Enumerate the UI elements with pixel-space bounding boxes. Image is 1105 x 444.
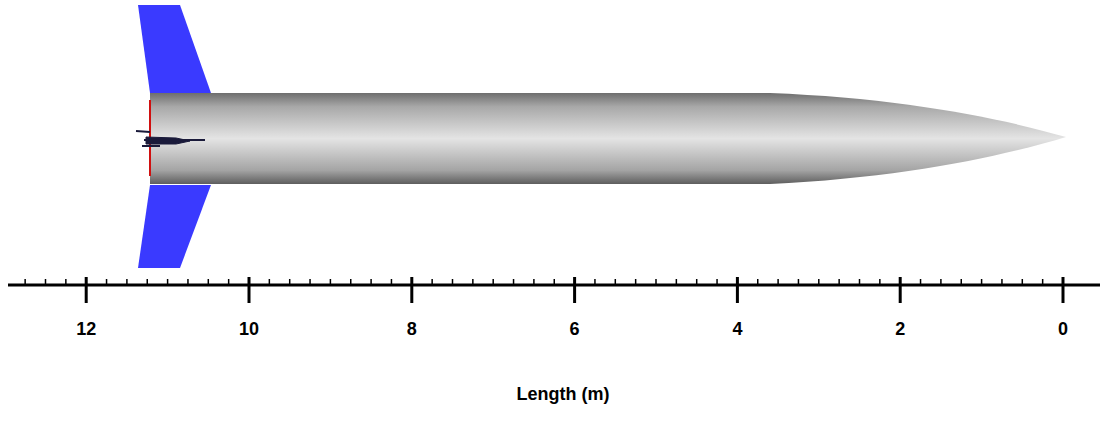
minor-tick bbox=[472, 279, 474, 285]
minor-tick bbox=[106, 279, 108, 285]
minor-tick bbox=[228, 279, 230, 285]
minor-tick bbox=[635, 279, 637, 285]
minor-tick bbox=[391, 279, 393, 285]
tick-label: 8 bbox=[407, 320, 417, 338]
minor-tick bbox=[757, 279, 759, 285]
tick-label: 4 bbox=[732, 320, 742, 338]
minor-tick bbox=[961, 279, 963, 285]
minor-tick bbox=[676, 279, 678, 285]
major-tick bbox=[899, 277, 902, 303]
minor-tick bbox=[818, 279, 820, 285]
major-tick bbox=[736, 277, 739, 303]
minor-tick bbox=[777, 279, 779, 285]
minor-tick bbox=[431, 279, 433, 285]
length-axis bbox=[8, 277, 1100, 303]
minor-tick bbox=[187, 279, 189, 285]
minor-tick bbox=[126, 279, 128, 285]
tick-label: 6 bbox=[570, 320, 580, 338]
minor-tick bbox=[879, 279, 881, 285]
upper-fin bbox=[138, 5, 211, 93]
minor-tick bbox=[696, 279, 698, 285]
major-tick bbox=[248, 277, 251, 303]
minor-tick bbox=[65, 279, 67, 285]
minor-tick bbox=[1022, 279, 1024, 285]
tick-label: 12 bbox=[76, 320, 96, 338]
minor-tick bbox=[716, 279, 718, 285]
minor-tick bbox=[1042, 279, 1044, 285]
minor-tick bbox=[269, 279, 271, 285]
minor-tick bbox=[798, 279, 800, 285]
minor-tick bbox=[45, 279, 47, 285]
tick-label: 0 bbox=[1058, 320, 1068, 338]
minor-tick bbox=[940, 279, 942, 285]
major-tick bbox=[85, 277, 88, 303]
minor-tick bbox=[452, 279, 454, 285]
minor-tick bbox=[615, 279, 617, 285]
minor-tick bbox=[208, 279, 210, 285]
nozzle-detail bbox=[136, 131, 205, 146]
minor-tick bbox=[920, 279, 922, 285]
lower-fin bbox=[138, 185, 211, 268]
minor-tick bbox=[1001, 279, 1003, 285]
major-tick bbox=[410, 277, 413, 303]
minor-tick bbox=[981, 279, 983, 285]
minor-tick bbox=[594, 279, 596, 285]
minor-tick bbox=[350, 279, 352, 285]
minor-tick bbox=[24, 279, 26, 285]
minor-tick bbox=[147, 279, 149, 285]
major-tick bbox=[573, 277, 576, 303]
minor-tick bbox=[492, 279, 494, 285]
minor-tick bbox=[655, 279, 657, 285]
minor-tick bbox=[554, 279, 556, 285]
minor-tick bbox=[370, 279, 372, 285]
tick-label: 2 bbox=[895, 320, 905, 338]
rocket-body bbox=[150, 93, 1066, 184]
minor-tick bbox=[513, 279, 515, 285]
minor-tick bbox=[838, 279, 840, 285]
minor-tick bbox=[330, 279, 332, 285]
minor-tick bbox=[533, 279, 535, 285]
minor-tick bbox=[859, 279, 861, 285]
tick-label: 10 bbox=[239, 320, 259, 338]
minor-tick bbox=[289, 279, 291, 285]
minor-tick bbox=[167, 279, 169, 285]
axis-title: Length (m) bbox=[517, 385, 610, 403]
major-tick bbox=[1062, 277, 1065, 303]
minor-tick bbox=[309, 279, 311, 285]
